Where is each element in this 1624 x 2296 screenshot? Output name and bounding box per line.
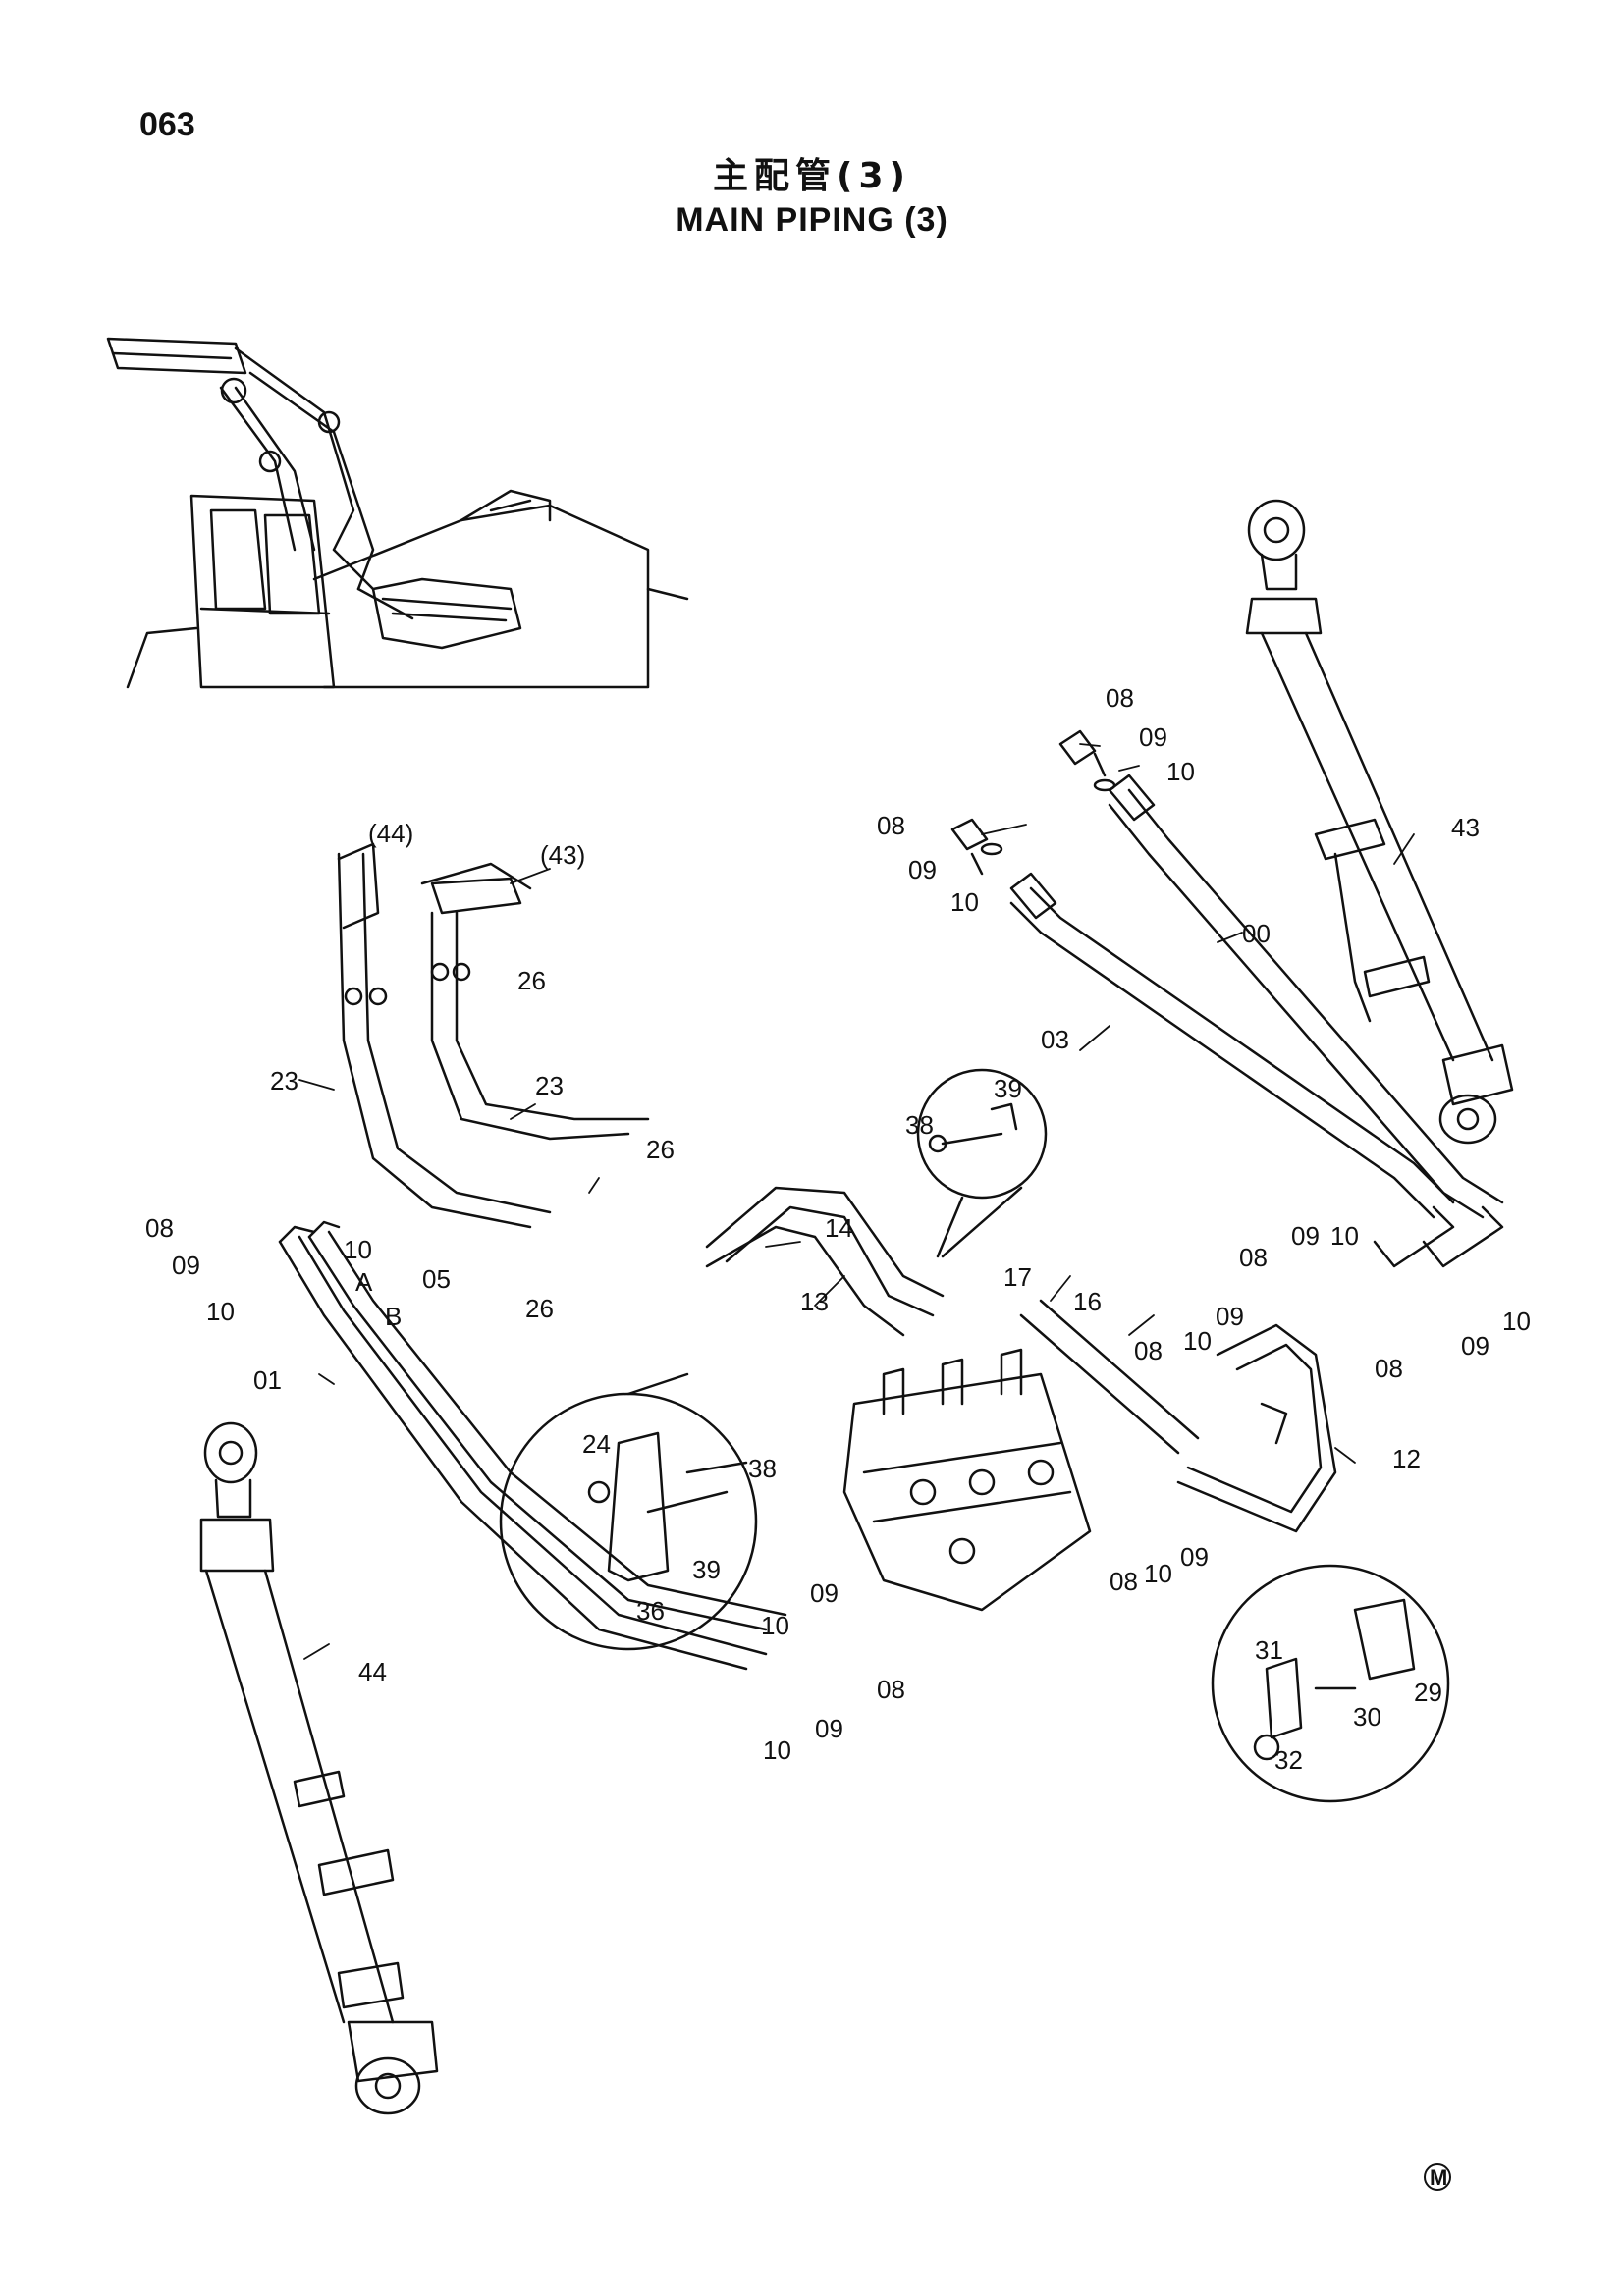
label-09-h: 09 [810,1578,839,1608]
label-09-b: 09 [908,855,937,884]
manufacturer-mark: M [1424,2163,1451,2191]
page-title-japanese: 主配管(3) [713,156,911,196]
manufacturer-mark-letter: M [1430,2165,1447,2190]
label-10-b: 10 [950,887,979,917]
label-13: 13 [800,1287,829,1316]
label-08-c: 08 [1239,1243,1268,1272]
label-10-i: 10 [761,1611,789,1640]
label-32: 32 [1274,1745,1303,1775]
label-08-f: 08 [1110,1567,1138,1596]
page-title: MAIN PIPING (3) [676,201,948,239]
label-23-b: 23 [535,1071,564,1100]
label-09-g: 09 [172,1251,200,1280]
label-08-b: 08 [877,811,905,840]
label-29: 29 [1414,1678,1442,1707]
label-12: 12 [1392,1444,1421,1473]
label-17: 17 [1003,1262,1032,1292]
excavator-overview [106,337,689,689]
label-26-a: 26 [517,966,546,995]
control-valve [842,1348,1092,1612]
label-44-ref: (44) [368,819,413,848]
label-09-e: 09 [1180,1542,1209,1572]
label-23-a: 23 [270,1066,298,1095]
label-39-a: 39 [994,1074,1022,1103]
label-08-d: 08 [1134,1336,1163,1365]
label-43: 43 [1451,813,1480,842]
label-05: 05 [422,1264,451,1294]
boom-cylinder-44 [199,1421,439,2115]
label-10-a: 10 [1166,757,1195,786]
part-labels: 08 09 10 08 09 10 00 43 03 (44) (43) 26 … [145,683,1531,1775]
label-10-c: 10 [1330,1221,1359,1251]
label-26-c: 26 [525,1294,554,1323]
label-38-b: 38 [748,1454,777,1483]
hose-13-14 [705,1186,945,1337]
boom-cylinder-43 [1245,499,1514,1145]
label-09-a: 09 [1139,722,1167,752]
label-10-h: 10 [206,1297,235,1326]
label-16: 16 [1073,1287,1102,1316]
label-09-i: 09 [815,1714,843,1743]
hose-16-12 [1019,1299,1337,1533]
hose-23 [337,842,650,1229]
label-01: 01 [253,1365,282,1395]
label-10-g: 10 [344,1235,372,1264]
label-31: 31 [1255,1635,1283,1665]
label-30: 30 [1353,1702,1381,1732]
label-44: 44 [358,1657,387,1686]
label-24: 24 [582,1429,611,1459]
label-08-a: 08 [1106,683,1134,713]
label-14: 14 [825,1213,853,1243]
label-39-b: 39 [692,1555,721,1584]
label-08-h: 08 [145,1213,174,1243]
label-A: A [355,1267,373,1297]
label-09-f: 09 [1461,1331,1489,1361]
label-10-e: 10 [1144,1559,1172,1588]
label-10-f: 10 [1502,1307,1531,1336]
label-10-d: 10 [1183,1326,1212,1356]
leader-lines [298,743,1415,1660]
label-26-b: 26 [646,1135,675,1164]
label-03: 03 [1041,1025,1069,1054]
detail-circle-bolt [916,1068,1048,1258]
hose-03-00 [1009,774,1504,1268]
detail-circle-clamp [1211,1564,1450,1803]
label-38-a: 38 [905,1110,934,1140]
label-09-c: 09 [1291,1221,1320,1251]
label-08-i: 08 [877,1675,905,1704]
label-36: 36 [636,1596,665,1626]
label-08-e: 08 [1375,1354,1403,1383]
label-10-j: 10 [763,1735,791,1765]
detail-circle-bracket [499,1372,758,1651]
label-00: 00 [1242,919,1271,948]
label-09-d: 09 [1216,1302,1244,1331]
page-number: 063 [139,106,195,143]
label-43-ref: (43) [540,840,585,870]
fitting-group-top [950,729,1116,876]
label-B: B [385,1302,402,1331]
